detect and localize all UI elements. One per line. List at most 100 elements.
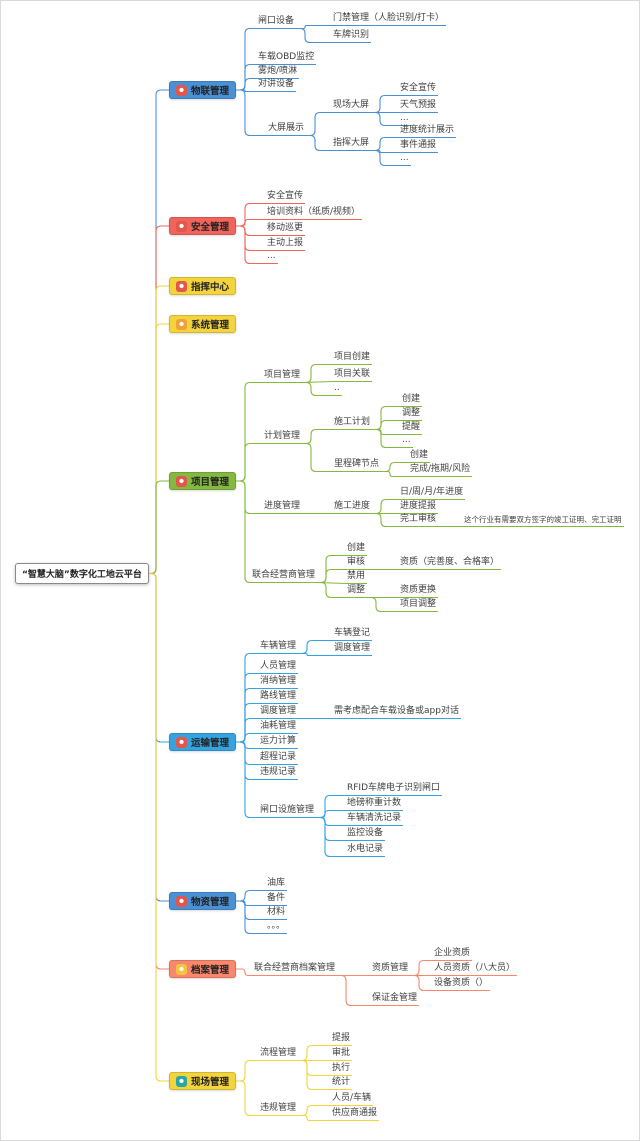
topic-node[interactable]: 对讲设备 [257, 79, 297, 92]
topic-node[interactable]: 违规管理 [259, 1103, 299, 1116]
topic-node[interactable]: 天气预报 [399, 100, 439, 113]
topic-node[interactable]: ... [399, 153, 411, 166]
topic-node[interactable]: 油耗管理 [259, 721, 299, 734]
topic-node[interactable]: 审批 [331, 1048, 353, 1061]
branch-transport-management[interactable]: 运输管理 [169, 733, 237, 751]
topic-node[interactable]: ... [266, 251, 278, 264]
branch-command-center[interactable]: 指挥中心 [169, 277, 237, 295]
topic-node[interactable]: 禁用 [346, 571, 368, 584]
site-management-label: 现场管理 [191, 1077, 230, 1088]
topic-node[interactable]: 违规记录 [259, 767, 299, 780]
root-node[interactable]: “智慧大脑”数字化工地云平台 [15, 563, 149, 584]
topic-node[interactable]: 需考虑配合车载设备或app对话 [333, 706, 461, 719]
topic-node[interactable]: 完工审核 [399, 514, 439, 527]
topic-node[interactable]: 油库 [266, 878, 288, 891]
topic-node[interactable]: 车辆登记 [333, 628, 373, 641]
topic-node[interactable]: 设备资质（） [433, 978, 491, 991]
topic-node[interactable]: 安全宣传 [399, 83, 439, 96]
topic-node[interactable]: 执行 [331, 1063, 353, 1076]
topic-node[interactable]: 调度管理 [333, 643, 373, 656]
topic-node[interactable]: 保证金管理 [371, 993, 420, 1006]
topic-node[interactable]: 进度管理 [263, 501, 303, 514]
topic-node[interactable]: 水电记录 [346, 844, 386, 857]
topic-node[interactable]: 进度提报 [399, 501, 439, 514]
topic-node[interactable]: 调度管理 [259, 706, 299, 719]
topic-node[interactable]: RFID车牌电子识别闸口 [346, 783, 443, 796]
topic-node[interactable]: 资质管理 [371, 963, 411, 976]
topic-node[interactable]: 人员资质（八大员） [433, 963, 518, 976]
topic-node[interactable]: 联合经营商管理 [251, 570, 318, 583]
topic-node[interactable]: 指挥大屏 [332, 138, 372, 151]
system-management-label: 系统管理 [191, 320, 230, 331]
topic-node[interactable]: 进度统计展示 [399, 125, 457, 138]
topic-node[interactable]: 车辆管理 [259, 641, 299, 654]
topic-node[interactable]: 创建 [346, 543, 368, 556]
topic-node[interactable]: 车载OBD监控 [257, 52, 317, 65]
topic-node[interactable]: 培训资料（纸质/视频） [266, 207, 363, 220]
topic-node[interactable]: 事件通报 [399, 140, 439, 153]
topic-node[interactable]: 运力计算 [259, 736, 299, 749]
topic-node[interactable]: 监控设备 [346, 828, 386, 841]
topic-node[interactable]: 材料 [266, 907, 288, 920]
topic-node[interactable]: 。。。 [266, 921, 288, 934]
materials-management-label: 物资管理 [191, 897, 230, 908]
topic-node[interactable]: 大屏展示 [267, 123, 307, 136]
topic-node[interactable]: 项目创建 [333, 352, 373, 365]
topic-node[interactable]: 项目关联 [333, 369, 373, 382]
topic-node[interactable]: 移动巡更 [266, 223, 306, 236]
topic-node[interactable]: 车牌识别 [332, 30, 372, 43]
topic-node[interactable]: 雾炮/喷淋 [257, 66, 300, 79]
topic-node[interactable]: 备件 [266, 893, 288, 906]
topic-node[interactable]: 调整 [346, 585, 368, 598]
topic-node[interactable]: 资质更换 [399, 585, 439, 598]
topic-node[interactable]: 超程记录 [259, 752, 299, 765]
topic-node[interactable]: 资质（完善度、合格率） [399, 557, 502, 570]
iot-icon [176, 84, 187, 96]
topic-node[interactable]: 施工进度 [333, 501, 373, 514]
safety-management-label: 安全管理 [191, 222, 230, 233]
topic-node[interactable]: 主动上报 [266, 238, 306, 251]
topic-node[interactable]: 供应商通报 [331, 1108, 380, 1121]
topic-node[interactable]: 项目调整 [399, 599, 439, 612]
topic-node[interactable]: 日/周/月/年进度 [399, 487, 466, 500]
branch-archive-management[interactable]: 档案管理 [169, 960, 237, 978]
branch-site-management[interactable]: 现场管理 [169, 1072, 237, 1090]
topic-node[interactable]: 地磅称重计数 [346, 798, 404, 811]
topic-node[interactable]: 项目管理 [263, 370, 303, 383]
topic-node[interactable]: 路线管理 [259, 691, 299, 704]
topic-node[interactable]: 门禁管理（人脸识别/打卡） [332, 13, 447, 26]
branch-system-management[interactable]: 系统管理 [169, 315, 237, 333]
archive-icon [176, 963, 187, 975]
topic-node[interactable]: 调整 [401, 408, 423, 421]
topic-node[interactable]: 审核 [346, 557, 368, 570]
branch-project-management[interactable]: 项目管理 [169, 472, 237, 490]
topic-node[interactable]: 流程管理 [259, 1048, 299, 1061]
topic-node[interactable]: 消纳管理 [259, 676, 299, 689]
topic-node[interactable]: 计划管理 [263, 431, 303, 444]
topic-node[interactable]: 联合经营商档案管理 [253, 963, 338, 976]
topic-node[interactable]: 现场大屏 [332, 100, 372, 113]
topic-node[interactable]: 人员管理 [259, 661, 299, 674]
topic-node[interactable]: 统计 [331, 1077, 353, 1090]
branch-iot-management[interactable]: 物联管理 [169, 81, 237, 99]
topic-node[interactable]: ... [401, 435, 413, 448]
topic-node[interactable]: 闸口设施管理 [259, 805, 317, 818]
topic-node[interactable]: 完成/拖期/风险 [409, 464, 473, 477]
topic-node[interactable]: 人员/车辆 [331, 1093, 374, 1106]
branch-materials-management[interactable]: 物资管理 [169, 892, 237, 910]
topic-node[interactable]: ... [399, 113, 411, 126]
topic-node[interactable]: 提醒 [401, 422, 423, 435]
topic-node[interactable]: 闸口设备 [257, 16, 297, 29]
topic-node[interactable]: 创建 [401, 394, 423, 407]
topic-node[interactable]: 车辆清洗记录 [346, 813, 404, 826]
topic-node[interactable]: .. [333, 383, 342, 396]
topic-node[interactable]: 企业资质 [433, 948, 473, 961]
topic-node[interactable]: 安全宣传 [266, 191, 306, 204]
branch-safety-management[interactable]: 安全管理 [169, 217, 237, 235]
topic-node[interactable]: 施工计划 [333, 417, 373, 430]
topic-node[interactable]: 创建 [409, 450, 431, 463]
topic-node[interactable]: 这个行业有需要双方签字的竣工证明、完工证明 [463, 514, 624, 527]
topic-node[interactable]: 里程碑节点 [333, 459, 382, 472]
topic-node[interactable]: 提报 [331, 1033, 353, 1046]
command-center-icon [176, 280, 187, 292]
